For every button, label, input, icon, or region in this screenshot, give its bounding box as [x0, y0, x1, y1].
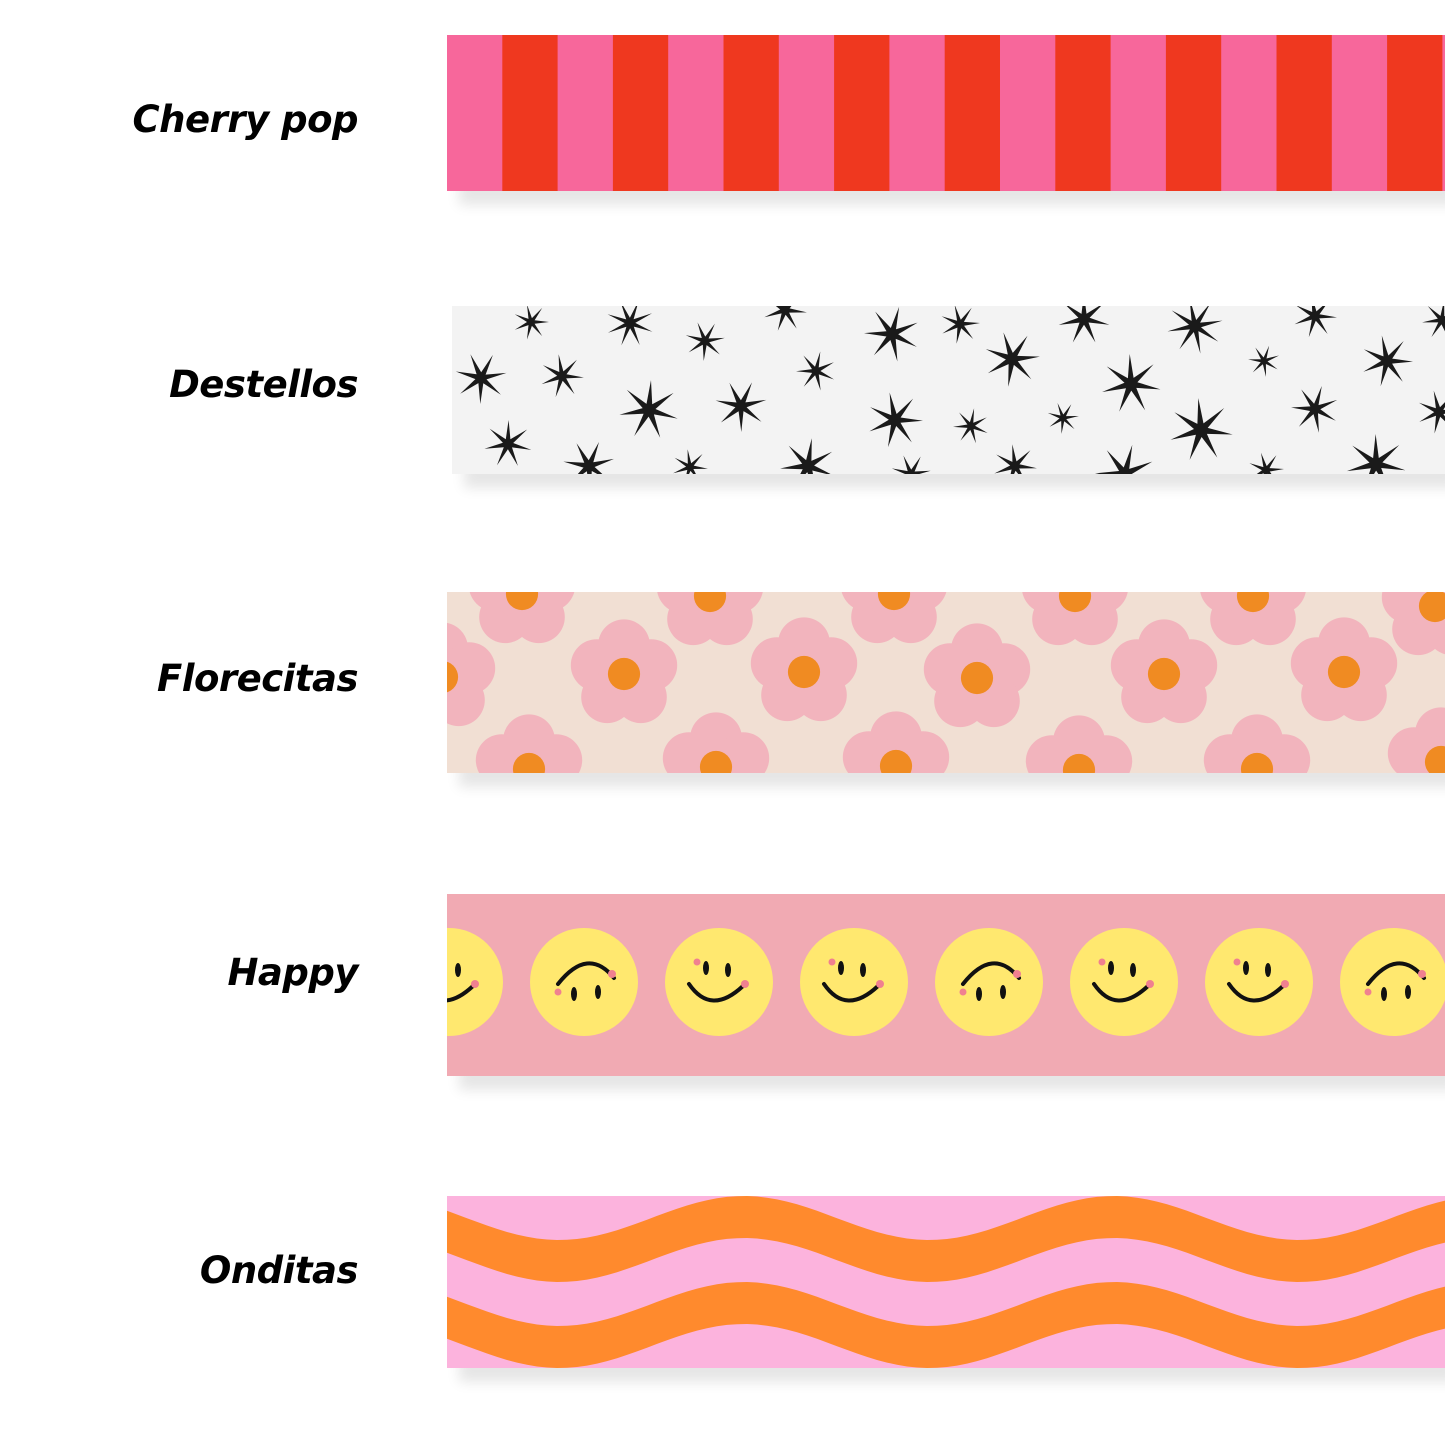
happy-smileys-swatch[interactable] — [447, 894, 1445, 1076]
flower-icon — [1022, 592, 1128, 646]
sparkle-icon — [985, 332, 1040, 387]
flower-icon — [842, 711, 950, 773]
sparkle-icon — [563, 442, 614, 474]
sparkle-icon — [764, 306, 807, 331]
destellos-sparkles-swatch[interactable] — [452, 306, 1445, 474]
flower-icon — [662, 712, 770, 773]
sparkle-icon — [685, 322, 725, 361]
tape-name-label: Cherry pop — [132, 98, 359, 141]
stripe — [1165, 35, 1222, 191]
stripe — [668, 35, 725, 191]
stripe — [557, 35, 614, 191]
stripe — [889, 35, 946, 191]
sparkle-icon — [619, 380, 678, 438]
sparkle-icon — [484, 420, 532, 466]
tape-name-label: Happy — [227, 951, 358, 994]
smiley-face-icon — [665, 928, 773, 1036]
sparkle-icon — [1248, 345, 1279, 377]
flower-icon — [1025, 715, 1133, 773]
sparkle-icon — [1422, 306, 1445, 337]
smiley-face-icon — [447, 928, 503, 1036]
wave-band — [447, 1196, 1445, 1282]
florecitas-daisies-swatch[interactable] — [447, 592, 1445, 773]
smiley-face-icon — [935, 928, 1043, 1036]
sparkle-icon — [1167, 306, 1223, 354]
stripe — [502, 35, 559, 191]
sparkle-icon — [541, 354, 584, 398]
smiley-face-icon — [530, 928, 638, 1036]
flower-icon — [841, 592, 947, 644]
sparkle-icon — [1291, 386, 1338, 433]
cherry-pop-stripes-swatch[interactable] — [447, 35, 1445, 191]
onditas-waves-swatch[interactable] — [447, 1196, 1445, 1368]
sparkle-icon — [1102, 354, 1161, 412]
sparkle-icon — [455, 354, 507, 404]
sparkle-icon — [1294, 306, 1337, 338]
tape-background — [452, 306, 1445, 474]
tape-name-label: Destellos — [169, 363, 358, 406]
stripe — [447, 35, 503, 191]
flower-icon — [570, 619, 678, 724]
sparkle-icon — [891, 455, 931, 474]
stripe — [1055, 35, 1112, 191]
flower-icon — [1203, 714, 1311, 773]
tape-name-label: Onditas — [199, 1249, 359, 1292]
sparkle-icon — [994, 444, 1037, 474]
sparkle-icon — [1047, 403, 1079, 434]
smiley-face-icon — [1340, 928, 1445, 1036]
sparkle-icon — [953, 408, 988, 444]
wave-band — [447, 1282, 1445, 1368]
sparkle-icon — [780, 438, 833, 474]
sparkle-icon — [1170, 398, 1233, 460]
sparkle-icon — [514, 306, 549, 340]
sparkle-icon — [1346, 434, 1406, 474]
sparkle-icon — [607, 306, 653, 346]
flower-icon — [469, 592, 575, 644]
sparkle-icon — [864, 306, 918, 362]
stripe — [1276, 35, 1333, 191]
sparkle-icon — [796, 351, 835, 391]
stripe — [1387, 35, 1443, 191]
stripe — [1331, 35, 1388, 191]
smiley-face-icon — [1205, 928, 1313, 1036]
flower-icon — [1381, 592, 1445, 656]
stripe — [1221, 35, 1278, 191]
flower-icon — [1387, 707, 1445, 773]
stripe — [1442, 35, 1445, 191]
stripe — [1110, 35, 1167, 191]
tape-name-label: Florecitas — [156, 657, 359, 700]
stripe — [1000, 35, 1056, 191]
sparkle-icon — [673, 449, 708, 474]
sparkle-icon — [1419, 390, 1445, 434]
sparkle-icon — [715, 382, 767, 432]
smiley-face-icon — [800, 928, 908, 1036]
flower-icon — [1200, 592, 1306, 646]
flower-icon — [657, 592, 763, 646]
sparkle-icon — [869, 392, 923, 448]
stripe — [723, 35, 780, 191]
sparkle-icon — [1058, 306, 1110, 343]
sparkle-icon — [1249, 452, 1284, 474]
sparkle-icon — [941, 306, 980, 344]
stripe — [944, 35, 1001, 191]
flower-icon — [1290, 617, 1398, 722]
sparkle-icon — [1363, 335, 1413, 387]
stripe — [834, 35, 890, 191]
smiley-face-icon — [1070, 928, 1178, 1036]
flower-icon — [447, 622, 496, 727]
flower-icon — [923, 623, 1031, 728]
stripe — [778, 35, 835, 191]
flower-icon — [750, 617, 858, 722]
stripe — [612, 35, 669, 191]
flower-icon — [475, 714, 583, 773]
flower-icon — [1110, 619, 1218, 724]
sparkle-icon — [1095, 444, 1153, 474]
